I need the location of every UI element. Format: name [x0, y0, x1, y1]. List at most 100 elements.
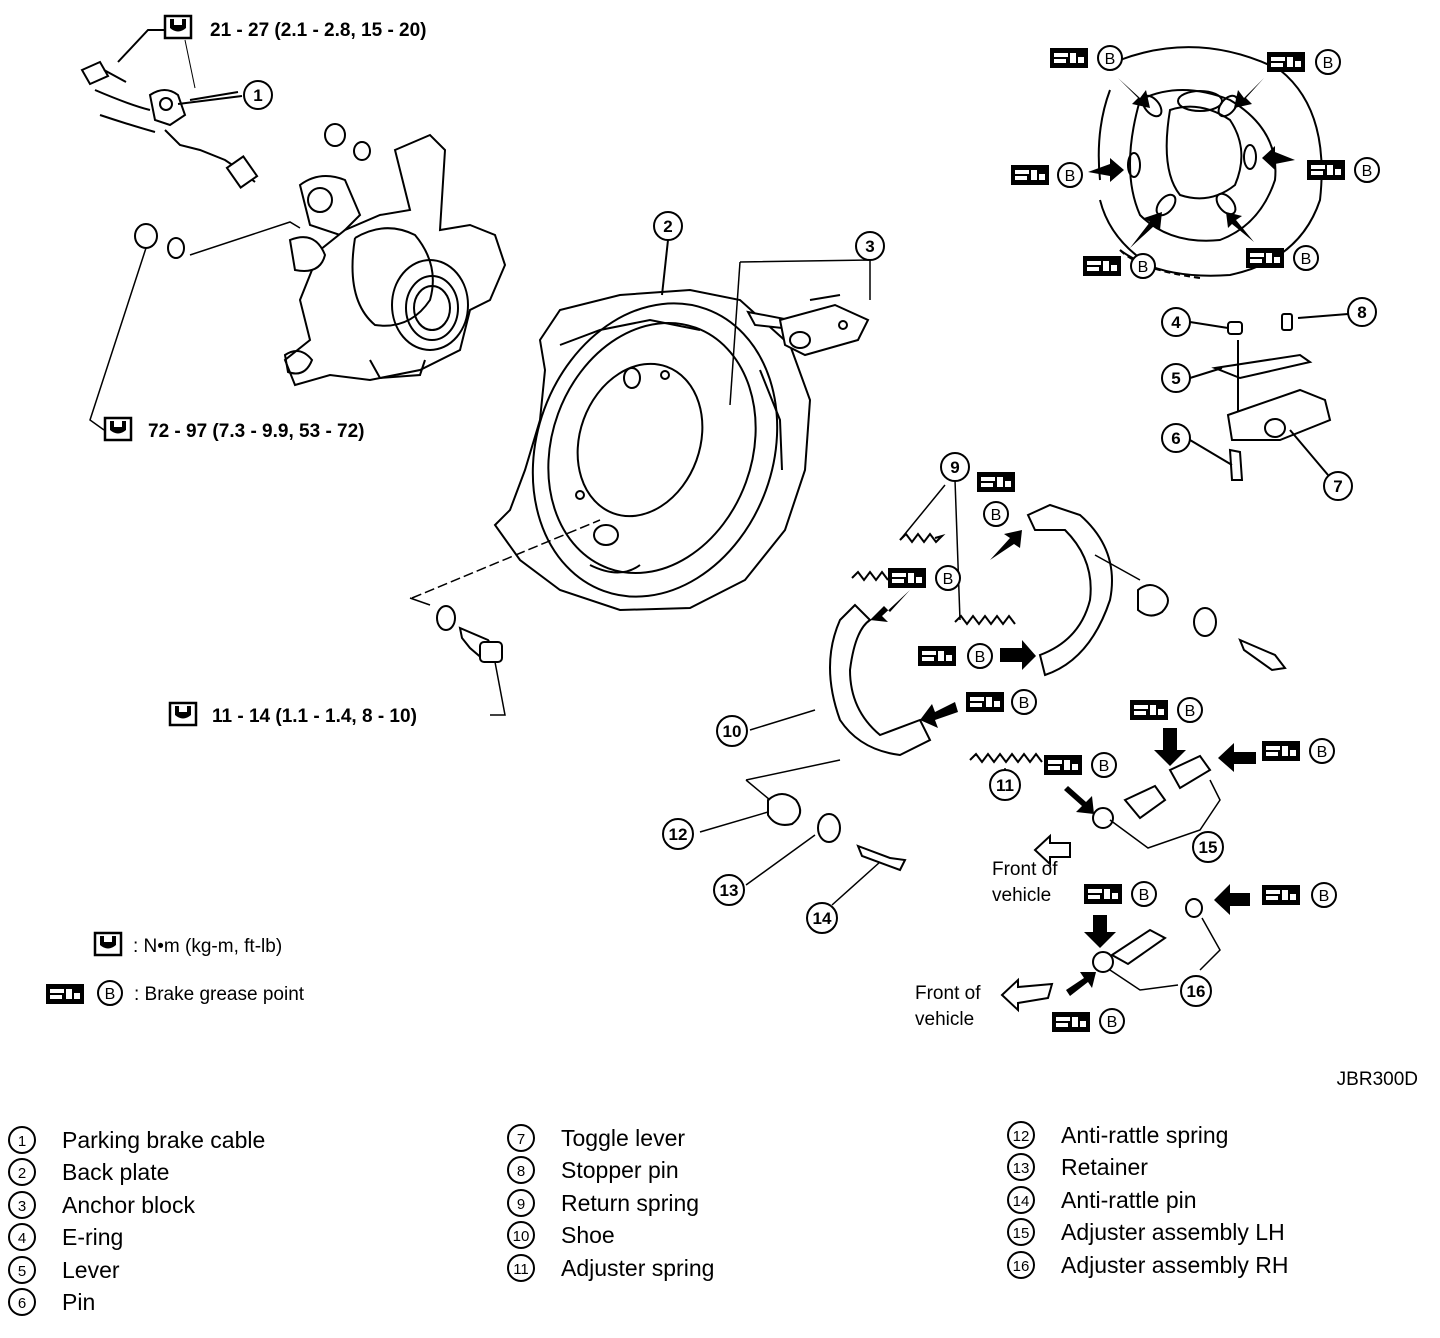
callout-16: 16 [1180, 975, 1212, 1007]
front-of-vehicle-label-upper: Front of vehicle [992, 859, 1058, 906]
svg-text:B: B [1362, 163, 1373, 180]
svg-text:4: 4 [1171, 313, 1181, 332]
svg-text:14: 14 [813, 909, 832, 928]
part-callouts: 1 2 3 4 5 6 7 8 9 10 11 12 13 14 15 16 [177, 80, 1377, 1007]
svg-text:Front of: Front of [992, 859, 1058, 880]
front-of-vehicle-label-lower: Front of vehicle [915, 983, 981, 1030]
grease-badge: B [1083, 253, 1156, 279]
callout-8: 8 [1347, 297, 1377, 327]
grease-badge: B [1246, 245, 1319, 271]
callout-1: 1 [177, 80, 273, 110]
torque-value-cable-bolt: 21 - 27 (2.1 - 2.8, 15 - 20) [210, 20, 427, 41]
callout-5: 5 [1161, 363, 1191, 393]
callout-15: 15 [1192, 831, 1224, 863]
svg-text:vehicle: vehicle [915, 1009, 974, 1030]
grease-badge: B [918, 643, 993, 669]
svg-text:B: B [1019, 695, 1030, 712]
grease-arrows-shoes [870, 530, 1256, 996]
callout-4: 4 [1161, 307, 1191, 337]
backplate-grease-view [1097, 46, 1323, 279]
grease-badge: B [888, 565, 961, 591]
grease-badge: B [966, 689, 1037, 715]
svg-text:16: 16 [1187, 982, 1206, 1001]
svg-text:Front of: Front of [915, 983, 981, 1004]
grease-badge: B [1052, 1008, 1125, 1034]
torque-wrench-icon [163, 14, 193, 40]
callout-7: 7 [1323, 471, 1353, 501]
callout-9: 9 [940, 452, 970, 482]
svg-text:12: 12 [669, 825, 688, 844]
torque-wrench-icon [93, 931, 123, 957]
svg-text:B: B [1185, 703, 1196, 720]
front-of-vehicle-arrow-lower [1000, 977, 1054, 1013]
grease-badge: B [1044, 752, 1117, 778]
svg-text:9: 9 [950, 458, 959, 477]
torque-value-knuckle-nut: 72 - 97 (7.3 - 9.9, 53 - 72) [148, 421, 365, 442]
svg-text:2: 2 [663, 217, 672, 236]
svg-text:B: B [1065, 168, 1076, 185]
torque-spec-cable-bolt: 21 - 27 (2.1 - 2.8, 15 - 20) [163, 14, 427, 41]
front-of-vehicle-arrow-upper [1033, 833, 1071, 867]
svg-text:B: B [943, 571, 954, 588]
callout-6: 6 [1161, 423, 1191, 453]
callout-12: 12 [662, 818, 694, 850]
grease-badge: B [1084, 881, 1157, 907]
knuckle-assembly [80, 29, 507, 431]
svg-text:15: 15 [1199, 838, 1218, 857]
svg-text:10: 10 [723, 722, 742, 741]
svg-text:B: B [1323, 55, 1334, 72]
callout-2: 2 [653, 211, 683, 296]
svg-text:6: 6 [1171, 429, 1180, 448]
svg-text:13: 13 [720, 881, 739, 900]
grease-badge: B [1262, 882, 1337, 908]
figure-id: JBR300D [1337, 1069, 1418, 1090]
shoe-assembly [699, 479, 1287, 991]
svg-text:8: 8 [1357, 303, 1366, 322]
grease-arrows-top-right [1088, 78, 1295, 248]
svg-text:B: B [1139, 887, 1150, 904]
grease-badge: B [977, 472, 1015, 527]
svg-text:5: 5 [1171, 369, 1180, 388]
symbol-key: : N•m (kg-m, ft-lb) B : Brake grease poi… [46, 931, 305, 1006]
svg-text:B: B [1138, 259, 1149, 276]
grease-badge: B [1307, 157, 1380, 183]
grease-badge: B [1267, 49, 1341, 75]
svg-text:B: B [991, 507, 1002, 524]
svg-text:3: 3 [865, 237, 874, 256]
svg-text:B: B [975, 649, 986, 666]
svg-text:B: B [1317, 744, 1328, 761]
callout-13: 13 [713, 874, 745, 906]
svg-text:B: B [1319, 888, 1330, 905]
grease-badge: B [1011, 162, 1083, 188]
svg-text:vehicle: vehicle [992, 885, 1051, 906]
callout-14: 14 [806, 902, 838, 934]
key-torque-unit: : N•m (kg-m, ft-lb) [133, 936, 282, 957]
torque-wrench-icon [103, 416, 133, 442]
svg-text:1: 1 [253, 86, 262, 105]
back-plate [409, 259, 871, 716]
svg-text:B: B [1105, 51, 1116, 68]
key-grease-point: : Brake grease point [134, 984, 305, 1005]
svg-text:7: 7 [1333, 477, 1342, 496]
callout-11: 11 [989, 769, 1021, 801]
